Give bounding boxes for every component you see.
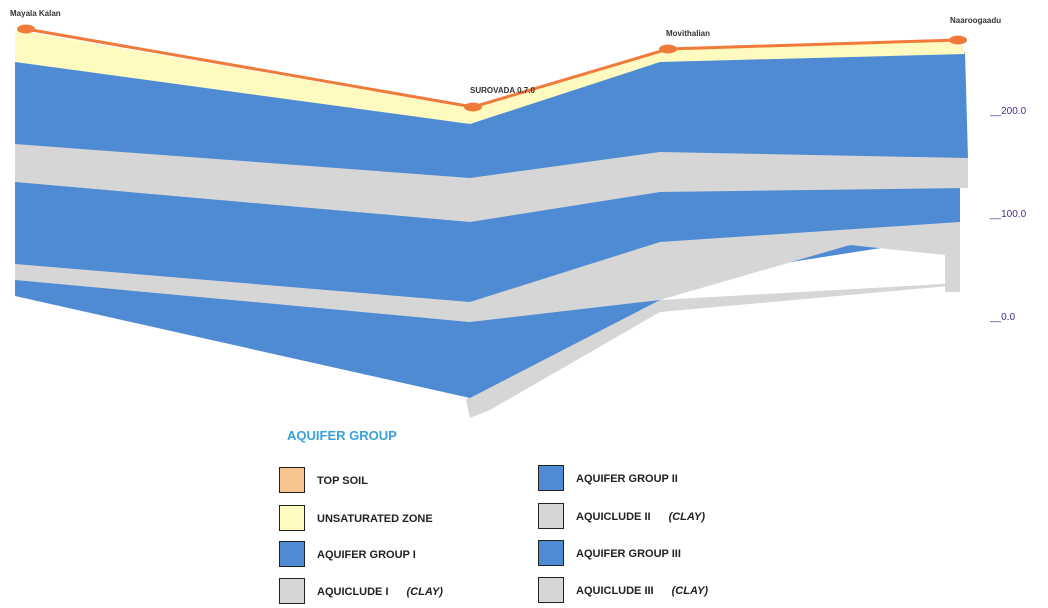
site-label-4: Naaroogaadu <box>950 16 1002 25</box>
legend-swatch <box>538 503 564 529</box>
elevation-tick-200: __200.0 <box>990 106 1027 117</box>
aquiclude-ii-layer <box>15 222 960 322</box>
top-soil-line <box>25 27 959 109</box>
legend-swatch <box>538 465 564 491</box>
legend-swatch <box>538 577 564 603</box>
legend-label: AQUIFER GROUP II <box>576 473 678 485</box>
legend-swatch <box>279 467 305 493</box>
unsaturated-zone-layer <box>15 30 965 124</box>
borehole-marker-3 <box>659 44 677 54</box>
legend-title: AQUIFER GROUP <box>287 428 397 443</box>
borehole-marker-2 <box>464 102 482 112</box>
legend-swatch <box>538 540 564 566</box>
legend-label: AQUICLUDE I(CLAY) <box>317 586 443 598</box>
legend-label: AQUICLUDE III(CLAY) <box>576 585 709 597</box>
borehole-marker-4 <box>949 35 967 45</box>
legend-label: UNSATURATED ZONE <box>317 513 433 525</box>
aquifer-group-ii-layer <box>15 180 960 302</box>
legend-swatch <box>279 578 305 604</box>
legend-label: AQUIFER GROUP III <box>576 548 681 560</box>
elevation-tick-0: __0.0 <box>990 312 1016 323</box>
site-label-2: SUROVADA 0.7.0 <box>470 86 535 95</box>
aquiclude-i-layer <box>15 142 968 222</box>
elevation-tick-100: __100.0 <box>990 209 1027 220</box>
legend-label: AQUIFER GROUP I <box>317 549 416 561</box>
legend-label: AQUICLUDE II(CLAY) <box>576 511 706 523</box>
legend-swatch <box>279 505 305 531</box>
site-label-3: Movithalian <box>666 29 711 38</box>
aquiclude-iii-layer <box>466 283 960 418</box>
cross-section-diagram <box>15 24 968 418</box>
borehole-marker-1 <box>17 24 35 34</box>
legend-label: TOP SOIL <box>317 475 368 487</box>
site-label-1: Mayala Kalan <box>10 9 61 18</box>
legend-swatch <box>279 541 305 567</box>
